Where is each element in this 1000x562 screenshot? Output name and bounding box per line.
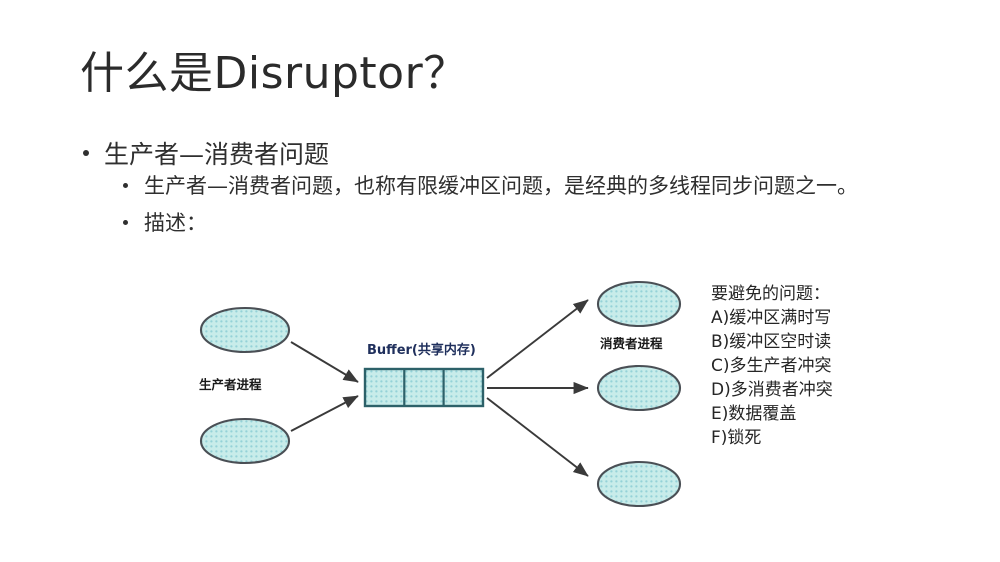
bullet-level2-item: 描述：	[118, 210, 958, 237]
bullet-level1-text: 生产者—消费者问题	[104, 140, 330, 169]
bullet-level1-item: 生产者—消费者问题	[78, 138, 958, 171]
issues-note-heading: 要避免的问题：	[711, 284, 830, 304]
producer-label: 生产者进程	[199, 377, 262, 392]
buffer-box	[363, 367, 485, 408]
issues-note-item: A)缓冲区满时写	[711, 308, 832, 328]
bullet-list: 生产者—消费者问题 生产者—消费者问题，也称有限缓冲区问题，是经典的多线程同步问…	[78, 138, 958, 238]
buffer-label: Buffer(共享内存)	[367, 343, 476, 358]
bullet-level2-item: 生产者—消费者问题，也称有限缓冲区问题，是经典的多线程同步问题之一。	[118, 173, 958, 200]
consumer-node-2	[596, 364, 682, 412]
arrow-buffer-to-consumer3	[486, 397, 589, 477]
issues-note-item: C)多生产者冲突	[711, 356, 832, 376]
arrow-producer2-to-buffer	[290, 395, 359, 432]
producer-node-2	[199, 417, 291, 465]
consumer-node-1	[596, 280, 682, 328]
bullet-marker-icon	[123, 183, 128, 189]
issues-note-item: F)锁死	[711, 428, 762, 448]
issues-note-item: B)缓冲区空时读	[711, 332, 832, 352]
bullet-level2-text: 生产者—消费者问题，也称有限缓冲区问题，是经典的多线程同步问题之一。	[144, 174, 858, 198]
page-title: 什么是Disruptor？	[80, 48, 468, 99]
issues-note-list: 要避免的问题： A)缓冲区满时写 B)缓冲区空时读 C)多生产者冲突 D)多消费…	[711, 283, 833, 451]
arrow-producer1-to-buffer	[290, 341, 359, 383]
producer-node-1	[199, 306, 291, 354]
bullet-level2-text: 描述：	[144, 211, 207, 236]
consumer-node-3	[596, 460, 682, 508]
issues-note-item: D)多消费者冲突	[711, 380, 833, 400]
bullet-marker-icon	[83, 149, 89, 156]
consumer-label: 消费者进程	[600, 336, 663, 351]
arrow-buffer-to-consumer1	[486, 299, 589, 379]
issues-note-item: E)数据覆盖	[711, 404, 797, 424]
bullet-marker-icon	[123, 220, 128, 226]
